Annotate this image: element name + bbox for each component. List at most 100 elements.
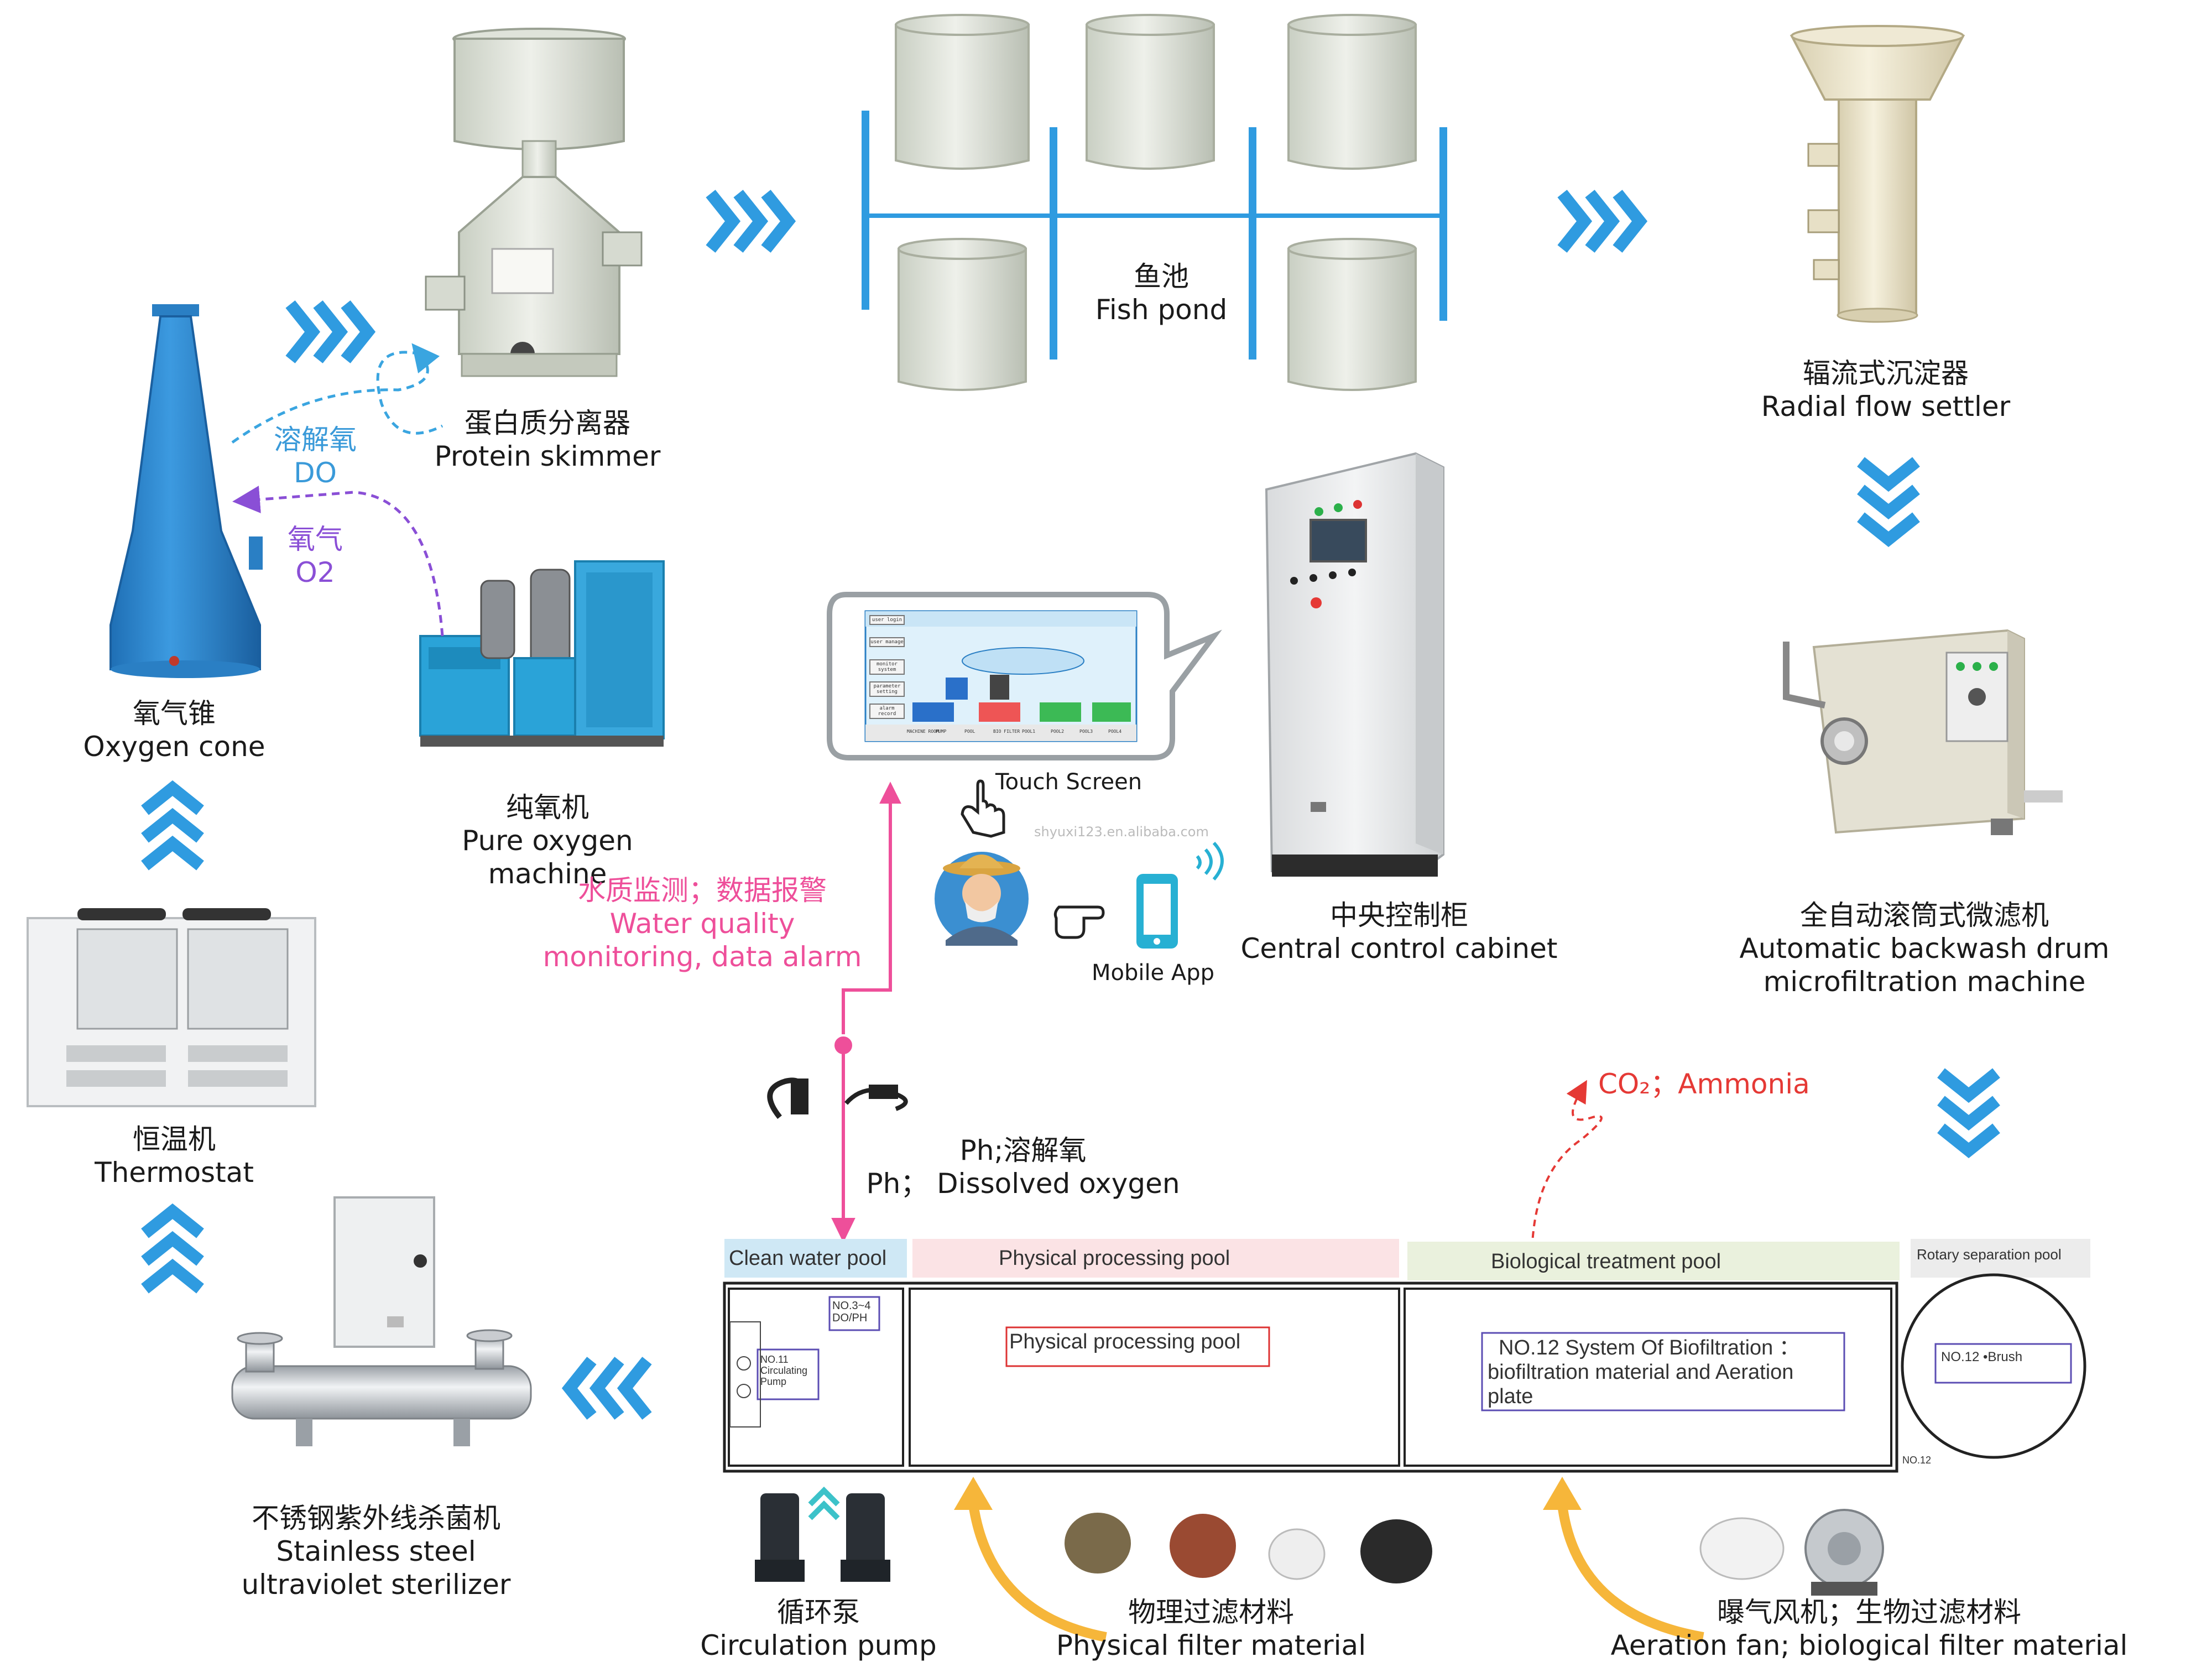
flow-arrow-up-1 <box>141 1203 204 1294</box>
drum-filter-zh: 全自动滚筒式微滤机 <box>1800 899 2049 931</box>
control-cabinet-label: 中央控制柜 Central control cabinet <box>1239 899 1559 965</box>
screen-footer-label: PUMP <box>936 729 947 734</box>
physical-material-feed-arrow <box>954 1477 1107 1642</box>
fish-pond-en: Fish pond <box>1095 294 1228 326</box>
physical-filter-label: 物理过滤材料 Physical filter material <box>1040 1596 1383 1662</box>
aeration-zh: 曝气风机；生物过滤材料 <box>1717 1596 2021 1628</box>
touch-screen-text: Touch Screen <box>995 769 1142 795</box>
flow-arrow-right-1 <box>285 300 376 363</box>
pure-oxygen-en: Pure oxygen machine <box>462 825 633 890</box>
o2-flow-arrow <box>232 486 444 637</box>
mobile-app-label: Mobile App <box>1073 960 1233 986</box>
radial-settler-label: 辐流式沉淀器 Radial flow settler <box>1742 357 2030 423</box>
radial-settler-en: Radial flow settler <box>1761 390 2011 423</box>
watermark-text: shyuxi123.en.alibaba.com <box>1034 824 1209 840</box>
ph-probe-image <box>767 1077 808 1119</box>
bio-box-line-1: NO.12 System Of Biofiltration ： <box>1499 1336 1800 1359</box>
flow-arrow-down-2 <box>1937 1068 2000 1159</box>
screen-side-button: alarm record <box>869 704 905 719</box>
fish-pond-label: 鱼池 Fish pond <box>1067 260 1255 326</box>
drum-filter-en-2: microfiltration machine <box>1763 966 2086 998</box>
physical-filter-zh: 物理过滤材料 <box>1128 1596 1294 1628</box>
fish-pond-zh: 鱼池 <box>1134 260 1189 293</box>
pump-box-line-1: NO.11 <box>760 1354 789 1365</box>
touch-screen-label: Touch Screen <box>995 769 1178 795</box>
bio-box-text: NO.12 System Of Biofiltration ： biofiltr… <box>1488 1336 1800 1409</box>
monitoring-label: 水质监测；数据报警 Water quality monitoring, data… <box>531 874 874 973</box>
pool-header-rotary: Rotary separation pool <box>1917 1246 2062 1263</box>
uv-sterilizer-image <box>231 1196 532 1446</box>
probe-label: Ph;溶解氧 Ph； Dissolved oxygen <box>852 1134 1194 1200</box>
thermostat-image <box>27 908 316 1107</box>
screen-side-button: user login <box>869 615 905 625</box>
sensor-box-line-2: DO/PH <box>832 1312 868 1324</box>
uv-sterilizer-label: 不锈钢紫外线杀菌机 Stainless steel ultraviolet st… <box>221 1502 531 1601</box>
pump-box-line-2: Circulating <box>760 1365 808 1376</box>
do-label: 溶解氧 DO <box>254 423 376 489</box>
monitoring-signal-line <box>831 781 901 1243</box>
oxygen-cone-image <box>109 304 263 678</box>
drum-filter-image <box>1783 629 2063 835</box>
circulation-pump-label: 循环泵 Circulation pump <box>691 1596 946 1662</box>
pump-box-line-3: Pump <box>760 1376 787 1387</box>
monitoring-en-2: monitoring, data alarm <box>542 941 862 973</box>
mobile-phone-icon <box>1136 874 1178 949</box>
pool-header-clean: Clean water pool <box>729 1247 887 1270</box>
co2-text: CO₂；Ammonia <box>1598 1068 1810 1100</box>
thermostat-zh: 恒温机 <box>133 1123 216 1155</box>
uv-sterilizer-en-2: ultraviolet sterilizer <box>241 1569 511 1601</box>
screen-footer-label: POOL3 <box>1079 729 1093 734</box>
protein-skimmer-en: Protein skimmer <box>434 440 661 472</box>
control-cabinet-zh: 中央控制柜 <box>1330 899 1468 931</box>
aeration-en: Aeration fan; biological filter material <box>1610 1629 2128 1661</box>
thermostat-label: 恒温机 Thermostat <box>50 1123 299 1189</box>
flow-arrow-down-1 <box>1857 457 1920 548</box>
o2-label: 氧气 O2 <box>254 523 376 589</box>
monitoring-en-1: Water quality <box>609 908 795 940</box>
pure-oxygen-label: 纯氧机 Pure oxygen machine <box>398 791 697 890</box>
uv-sterilizer-zh: 不锈钢紫外线杀菌机 <box>252 1502 500 1534</box>
screen-side-button: user manage <box>869 637 905 647</box>
pump-box-text: NO.11 Circulating Pump <box>760 1354 807 1387</box>
do-probe-image <box>844 1085 908 1111</box>
screen-footer-label: POOL1 <box>1022 729 1036 734</box>
circulation-pump-zh: 循环泵 <box>777 1596 860 1628</box>
o2-zh: 氧气 <box>288 523 343 555</box>
control-cabinet-image <box>1265 452 1444 877</box>
bio-material-feed-arrow <box>1543 1477 1704 1642</box>
probe-zh: Ph;溶解氧 <box>959 1134 1087 1166</box>
circulation-pump-en: Circulation pump <box>700 1629 937 1661</box>
uv-sterilizer-en-1: Stainless steel <box>276 1535 476 1567</box>
pool-header-biological: Biological treatment pool <box>1491 1250 1721 1273</box>
physical-filter-material-image <box>1065 1513 1432 1583</box>
drum-filter-label: 全自动滚筒式微滤机 Automatic backwash drum microf… <box>1725 899 2124 998</box>
physical-box-text: Physical processing pool <box>1009 1330 1241 1353</box>
oxygen-cone-label: 氧气锥 Oxygen cone <box>50 697 299 763</box>
flow-arrow-right-2 <box>706 190 796 253</box>
pool-header-physical: Physical processing pool <box>999 1247 1230 1270</box>
screen-side-button: monitor system <box>869 659 905 675</box>
oxygen-cone-zh: 氧气锥 <box>133 697 216 730</box>
bio-filter-material-image <box>1699 1517 1785 1580</box>
do-flow-arrow <box>231 343 440 444</box>
no12-small-text: NO.12 <box>1902 1455 1932 1466</box>
pure-oxygen-machine-image <box>419 560 665 747</box>
sensor-box-line-1: NO.3~4 <box>832 1300 871 1312</box>
screen-footer-label: BIO FILTER <box>993 729 1020 734</box>
mobile-app-text: Mobile App <box>1091 960 1215 986</box>
pool-layout <box>723 1239 2090 1473</box>
oxygen-cone-en: Oxygen cone <box>83 731 265 763</box>
co2-label: CO₂；Ammonia <box>1598 1067 1819 1101</box>
pointing-hand-icon <box>1053 905 1105 939</box>
protein-skimmer-image <box>425 28 643 377</box>
protein-skimmer-zh: 蛋白质分离器 <box>465 407 630 439</box>
hand-pointer-icon <box>961 779 1005 838</box>
wifi-signal-icon <box>1196 841 1224 881</box>
brush-box-text: NO.12 •Brush <box>1941 1350 2023 1364</box>
physical-filter-en: Physical filter material <box>1056 1629 1366 1661</box>
pure-oxygen-zh: 纯氧机 <box>506 791 589 824</box>
screen-footer-label: POOL4 <box>1108 729 1122 734</box>
do-loop <box>376 351 444 435</box>
bio-box-line-2: biofiltration material and Aeration <box>1488 1361 1794 1384</box>
screen-footer-label: MACHINE ROOM <box>907 729 939 734</box>
